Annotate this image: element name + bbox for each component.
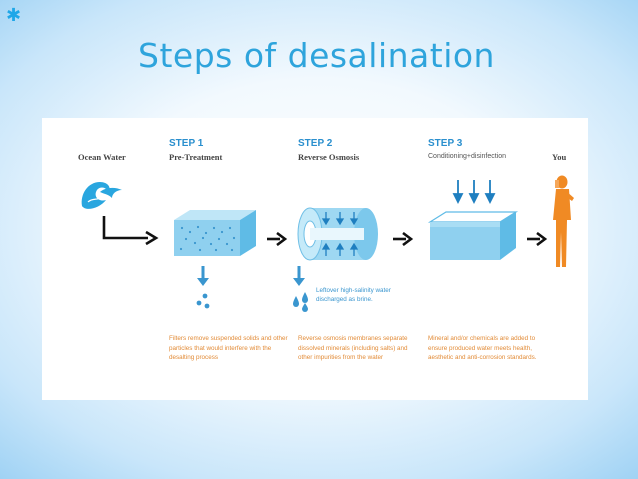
step1-name: Pre-Treatment bbox=[169, 152, 223, 162]
conditioning-tank-icon bbox=[427, 211, 519, 260]
brine-note: Leftover high-salinity water discharged … bbox=[316, 287, 391, 303]
arrow-right-icon bbox=[102, 216, 159, 246]
ocean-water-label: Ocean Water bbox=[78, 152, 126, 162]
arrow-down-icon bbox=[293, 266, 305, 286]
arrow-right-icon bbox=[393, 232, 414, 246]
particles-icon bbox=[196, 293, 210, 309]
desalination-diagram: Ocean Water STEP 1 Pre-Treatment STEP 2 … bbox=[42, 118, 588, 400]
step3-name: Conditioning+disinfection bbox=[428, 153, 507, 160]
wave-icon bbox=[81, 182, 122, 209]
step1-heading: STEP 1 bbox=[169, 138, 204, 149]
arrow-right-icon bbox=[527, 232, 548, 246]
bullet-star-icon: ✱ bbox=[6, 5, 22, 25]
step1-description: Filters remove suspended solids and othe… bbox=[169, 335, 288, 362]
step2-name: Reverse Osmosis bbox=[298, 152, 360, 162]
step3-description: Mineral and/or chemicals are added to en… bbox=[428, 335, 537, 362]
arrow-down-icon bbox=[197, 266, 209, 286]
chemical-input-arrows-icon bbox=[452, 180, 496, 205]
filter-tank-icon bbox=[174, 210, 256, 256]
person-drinking-icon bbox=[553, 175, 574, 267]
step2-description: Reverse osmosis membranes separate disso… bbox=[298, 335, 408, 362]
step2-heading: STEP 2 bbox=[298, 138, 333, 149]
water-drops-icon bbox=[293, 292, 308, 312]
step3-heading: STEP 3 bbox=[428, 138, 463, 149]
you-label: You bbox=[552, 152, 567, 162]
slide-title: Steps of desalination bbox=[138, 36, 495, 75]
arrow-right-icon bbox=[267, 232, 288, 246]
membrane-cylinder-icon bbox=[297, 207, 378, 261]
